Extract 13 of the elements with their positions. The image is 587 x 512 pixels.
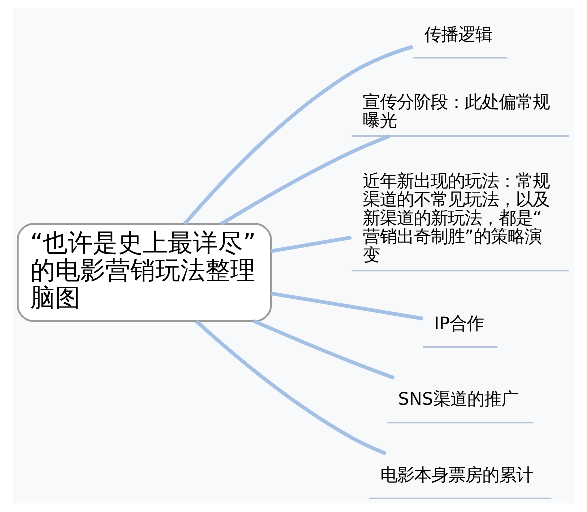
- connector: [195, 320, 387, 456]
- node-text: 近年新出现的玩法：常规渠道的不常见玩法，以及新渠道的新玩法，都是“营销出奇制胜”的策略演变: [363, 172, 550, 266]
- node-text: 电影本身票房的累计: [380, 466, 534, 486]
- connector: [271, 292, 424, 321]
- connector: [271, 236, 352, 254]
- node-text: 宣传分阶段：此处偏常规曝光: [363, 92, 550, 132]
- connector: [220, 134, 390, 226]
- connector: [253, 319, 395, 380]
- node-text: IP合作: [434, 314, 484, 334]
- connector: [183, 45, 414, 226]
- node-text: SNS渠道的推广: [398, 390, 518, 410]
- node-text: 传播逻辑: [424, 25, 492, 46]
- node-box: “也许是史上最详尽”的电影营销玩法整理脑图: [17, 223, 272, 322]
